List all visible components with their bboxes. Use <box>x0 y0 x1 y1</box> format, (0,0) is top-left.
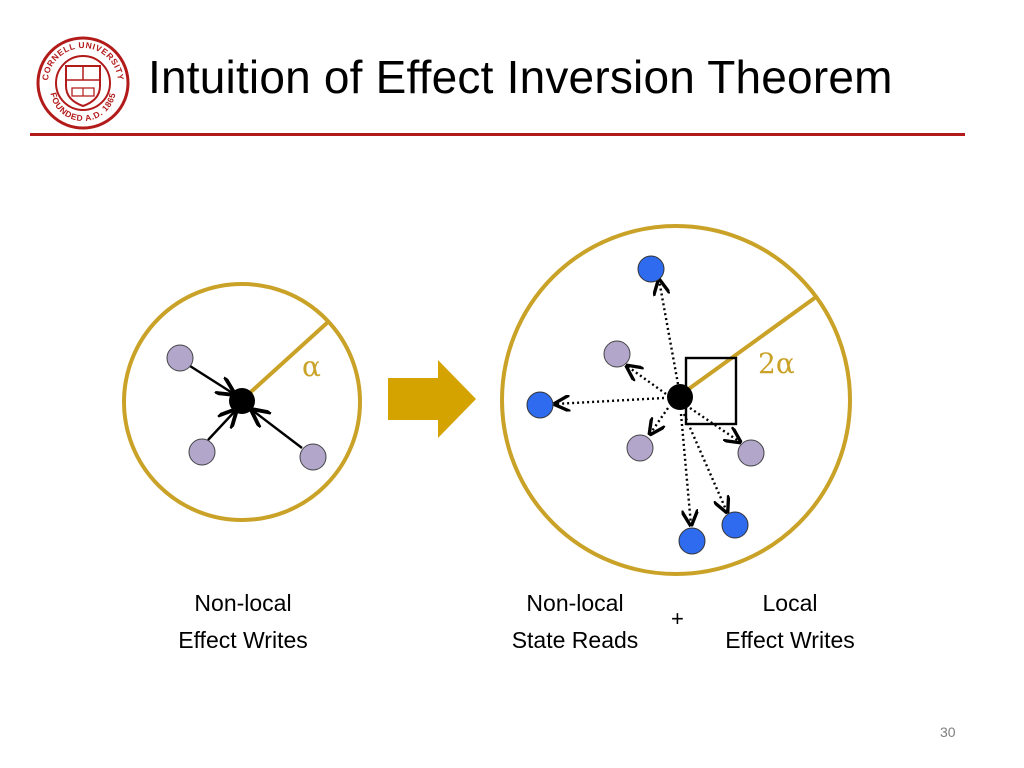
left-write-arrow-2 <box>207 410 236 441</box>
right-blue-node-4 <box>678 527 706 555</box>
left-diagram: α <box>122 282 362 522</box>
right-read-arrow-4 <box>650 407 669 434</box>
right-caption-reads: Non-local State Reads <box>490 585 660 659</box>
right-read-arrow-5 <box>689 407 740 442</box>
title-rule <box>30 133 965 136</box>
left-boundary-circle <box>122 282 362 522</box>
left-caption-line2: Effect Writes <box>178 627 308 653</box>
right-purple-node-2 <box>626 434 654 462</box>
left-caption-line1: Non-local <box>194 590 292 616</box>
right-read-arrow-2 <box>627 366 667 395</box>
right-radius-line <box>677 295 818 398</box>
left-node-3 <box>299 443 327 471</box>
right-center-node <box>667 384 693 410</box>
right-blue-node-left <box>526 391 554 419</box>
left-node-1 <box>166 344 194 372</box>
left-angle-label: α <box>302 350 321 383</box>
right-blue-node-3 <box>721 511 749 539</box>
right-caption-writes: Local Effect Writes <box>695 585 885 659</box>
left-radius-line <box>240 320 330 402</box>
right-boundary-circle <box>500 224 852 576</box>
right-angle-label: 2α <box>758 347 795 380</box>
cornell-seal-logo: CORNELL UNIVERSITY FOUNDED A.D. 1865 <box>36 36 130 130</box>
right-caption-writes-line2: Effect Writes <box>725 627 855 653</box>
right-read-arrow-1 <box>659 280 680 385</box>
right-caption-writes-line1: Local <box>762 590 818 616</box>
page-number: 30 <box>940 724 956 740</box>
left-node-2 <box>188 438 216 466</box>
right-read-arrow-7 <box>679 413 691 525</box>
right-caption-reads-line1: Non-local <box>526 590 624 616</box>
local-region-square <box>684 356 738 426</box>
right-caption-reads-line2: State Reads <box>511 627 639 653</box>
slide-title: Intuition of Effect Inversion Theorem <box>148 51 893 103</box>
right-arrow-icon <box>388 360 476 438</box>
left-caption: Non-local Effect Writes <box>150 585 336 659</box>
left-write-arrow-1 <box>189 364 234 394</box>
right-read-arrow-3 <box>555 398 665 404</box>
right-diagram: 2α <box>500 224 852 576</box>
plus-sign: + <box>671 606 684 631</box>
right-purple-node-3 <box>737 439 765 467</box>
left-write-arrow-3 <box>252 410 303 449</box>
left-center-node <box>229 388 255 414</box>
right-blue-node-top <box>637 255 665 283</box>
right-purple-node-1 <box>603 340 631 368</box>
